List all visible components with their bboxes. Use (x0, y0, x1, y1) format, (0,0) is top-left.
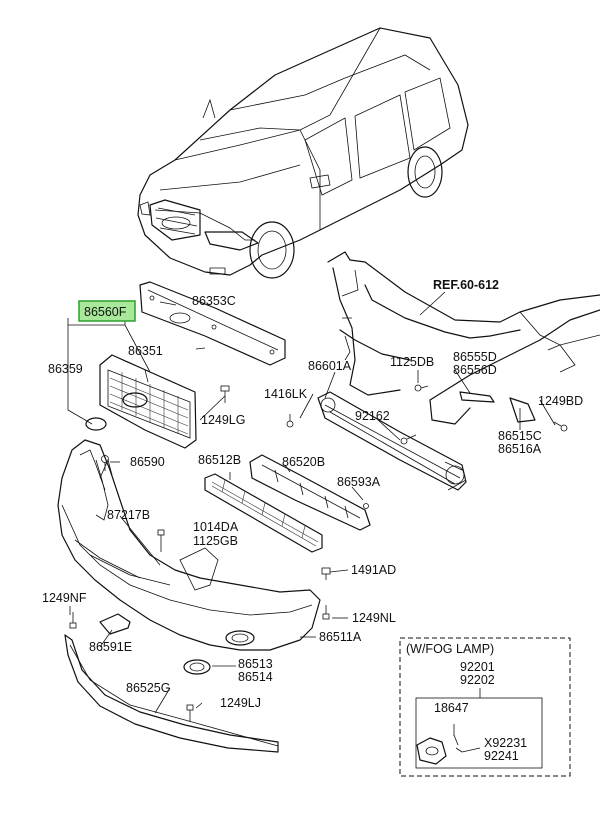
part-label-92201[interactable]: 92201 (460, 660, 495, 674)
part-label-86591E[interactable]: 86591E (89, 640, 132, 654)
part-label-1125GB[interactable]: 1125GB (193, 534, 238, 548)
lower-valance-strip (64, 634, 279, 753)
fastener-bolts (69, 384, 568, 722)
part-label-86512B[interactable]: 86512B (198, 453, 241, 467)
leader-lines (67, 291, 556, 753)
part-label-86525G[interactable]: 86525G (126, 681, 170, 695)
part-label-92202[interactable]: 92202 (460, 673, 495, 687)
vehicle-illustration (137, 27, 469, 279)
part-label-86555D[interactable]: 86555D (453, 350, 497, 364)
part-label-1249NF[interactable]: 1249NF (42, 591, 87, 605)
part-labels: REF.60-612 86560F 86353C 86351 86359 124… (42, 278, 583, 763)
bumper-energy-absorber (249, 454, 371, 531)
part-label-86556D[interactable]: 86556D (453, 363, 497, 377)
part-label-1014DA[interactable]: 1014DA (193, 520, 239, 534)
front-bumper-cover (57, 439, 321, 651)
part-label-18647[interactable]: 18647 (434, 701, 469, 715)
part-label-86511A[interactable]: 86511A (319, 630, 362, 644)
part-label-X92231[interactable]: X92231 (484, 736, 527, 750)
radiator-grille (85, 354, 197, 449)
lower-grille (204, 473, 323, 553)
part-label-86593A[interactable]: 86593A (337, 475, 381, 489)
part-label-1249BD[interactable]: 1249BD (538, 394, 583, 408)
part-label-86359[interactable]: 86359 (48, 362, 83, 376)
part-label-92241[interactable]: 92241 (484, 749, 519, 763)
part-label-92162[interactable]: 92162 (355, 409, 390, 423)
part-label-86515C[interactable]: 86515C (498, 429, 542, 443)
part-label-86560F[interactable]: 86560F (84, 305, 127, 319)
ref-label[interactable]: REF.60-612 (433, 278, 499, 292)
grille-cover-panel (139, 281, 286, 366)
part-label-86513[interactable]: 86513 (238, 657, 273, 671)
fog-lamp-detail-box (399, 637, 571, 777)
part-label-86601A[interactable]: 86601A (308, 359, 352, 373)
fog-lamp-title: (W/FOG LAMP) (406, 642, 494, 656)
part-label-1491AD[interactable]: 1491AD (351, 563, 396, 577)
part-label-86590[interactable]: 86590 (130, 455, 165, 469)
part-label-86351[interactable]: 86351 (128, 344, 163, 358)
part-label-1249LG[interactable]: 1249LG (201, 413, 245, 427)
part-label-1249LJ[interactable]: 1249LJ (220, 696, 261, 710)
part-label-87217B[interactable]: 87217B (107, 508, 150, 522)
part-label-86520B[interactable]: 86520B (282, 455, 325, 469)
highlighted-part-box[interactable] (78, 300, 136, 322)
small-brackets (99, 391, 536, 765)
part-label-1416LK[interactable]: 1416LK (264, 387, 308, 401)
part-label-86514[interactable]: 86514 (238, 670, 273, 684)
part-label-86353C[interactable]: 86353C (192, 294, 236, 308)
part-label-1125DB[interactable]: 1125DB (390, 355, 434, 369)
part-label-86516A[interactable]: 86516A (498, 442, 542, 456)
bumper-beam (317, 391, 467, 491)
part-label-1249NL[interactable]: 1249NL (352, 611, 396, 625)
